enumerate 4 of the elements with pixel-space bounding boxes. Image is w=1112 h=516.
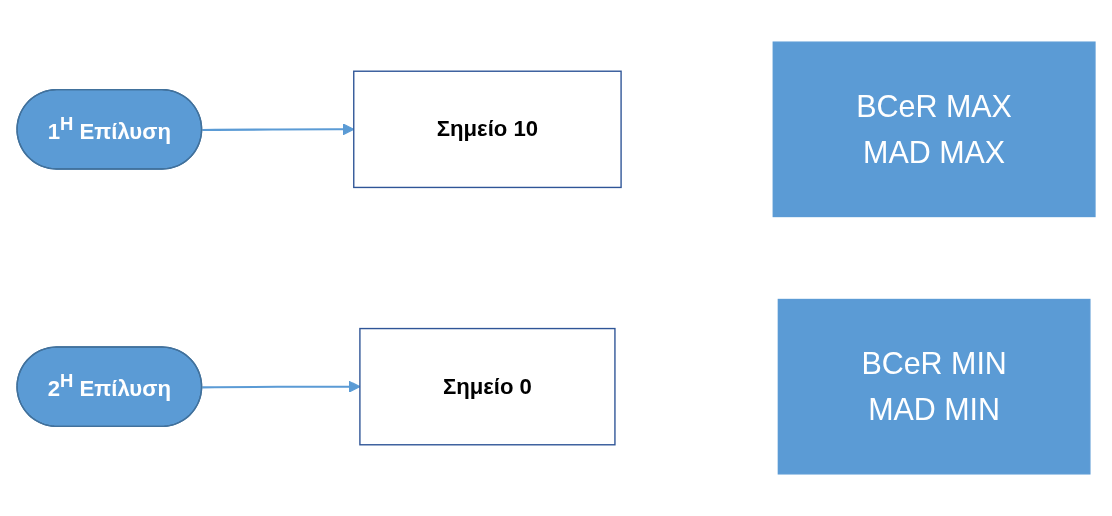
node-box: Σημείο 0: [359, 327, 616, 446]
node-box: BCeR MIN MAD MIN: [777, 298, 1091, 475]
node-box: BCeR MAX MAD MAX: [772, 41, 1096, 218]
node-box: Σημείο 10: [353, 70, 622, 189]
